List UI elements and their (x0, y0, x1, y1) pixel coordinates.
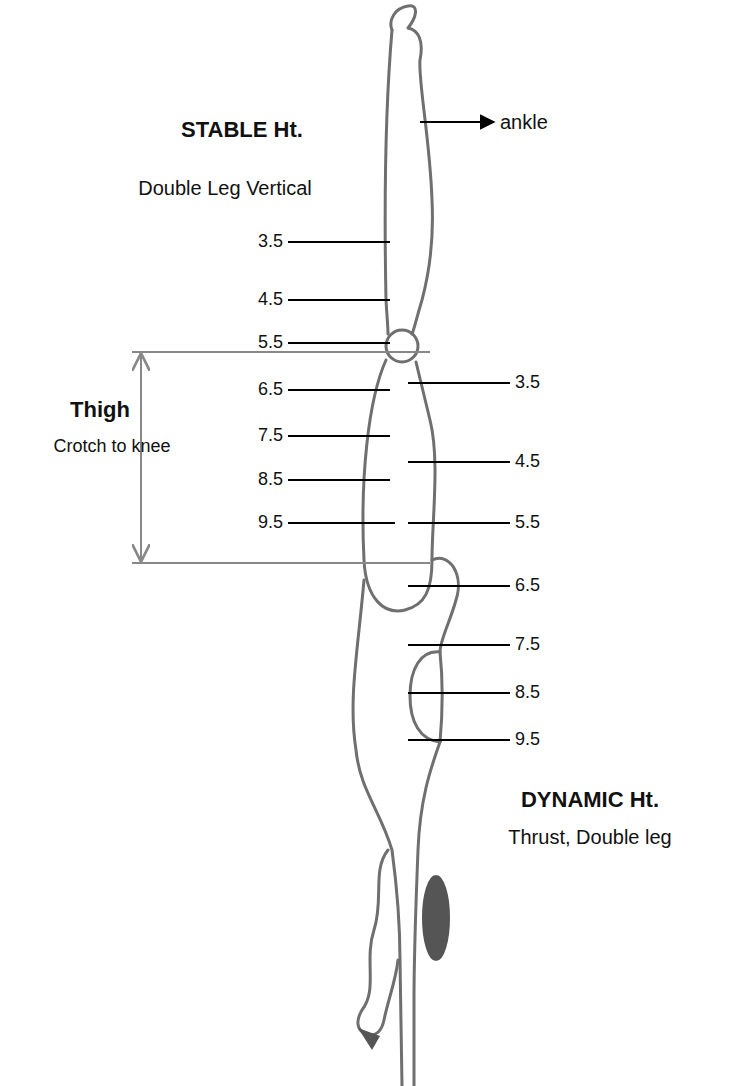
height-value: 5.5 (258, 333, 283, 353)
thigh-bracket (132, 352, 430, 563)
height-value: 4.5 (515, 452, 540, 472)
height-value: 3.5 (515, 373, 540, 393)
height-value: 3.5 (258, 232, 283, 252)
subheading: Double Leg Vertical (138, 177, 311, 199)
height-value: 7.5 (258, 426, 283, 446)
height-value: 5.5 (515, 513, 540, 533)
height-value: 7.5 (515, 635, 540, 655)
leader-arrow (420, 121, 494, 123)
heading: DYNAMIC Ht. (521, 788, 659, 812)
height-value: 4.5 (258, 290, 283, 310)
height-value: 9.5 (515, 730, 540, 750)
height-value: 6.5 (258, 380, 283, 400)
height-value: 6.5 (515, 576, 540, 596)
heading: STABLE Ht. (181, 118, 303, 142)
subheading: Thrust, Double leg (508, 826, 671, 848)
heading: Thigh (70, 398, 130, 422)
height-value: 8.5 (258, 470, 283, 490)
height-value: 9.5 (258, 513, 283, 533)
leg-outline (353, 6, 458, 1086)
height-value: 8.5 (515, 683, 540, 703)
leader-lines (288, 242, 510, 740)
foot-shape (358, 1028, 380, 1050)
subheading: Crotch to knee (53, 437, 170, 457)
hand-shape (423, 876, 449, 960)
part-name: ankle (500, 111, 548, 133)
